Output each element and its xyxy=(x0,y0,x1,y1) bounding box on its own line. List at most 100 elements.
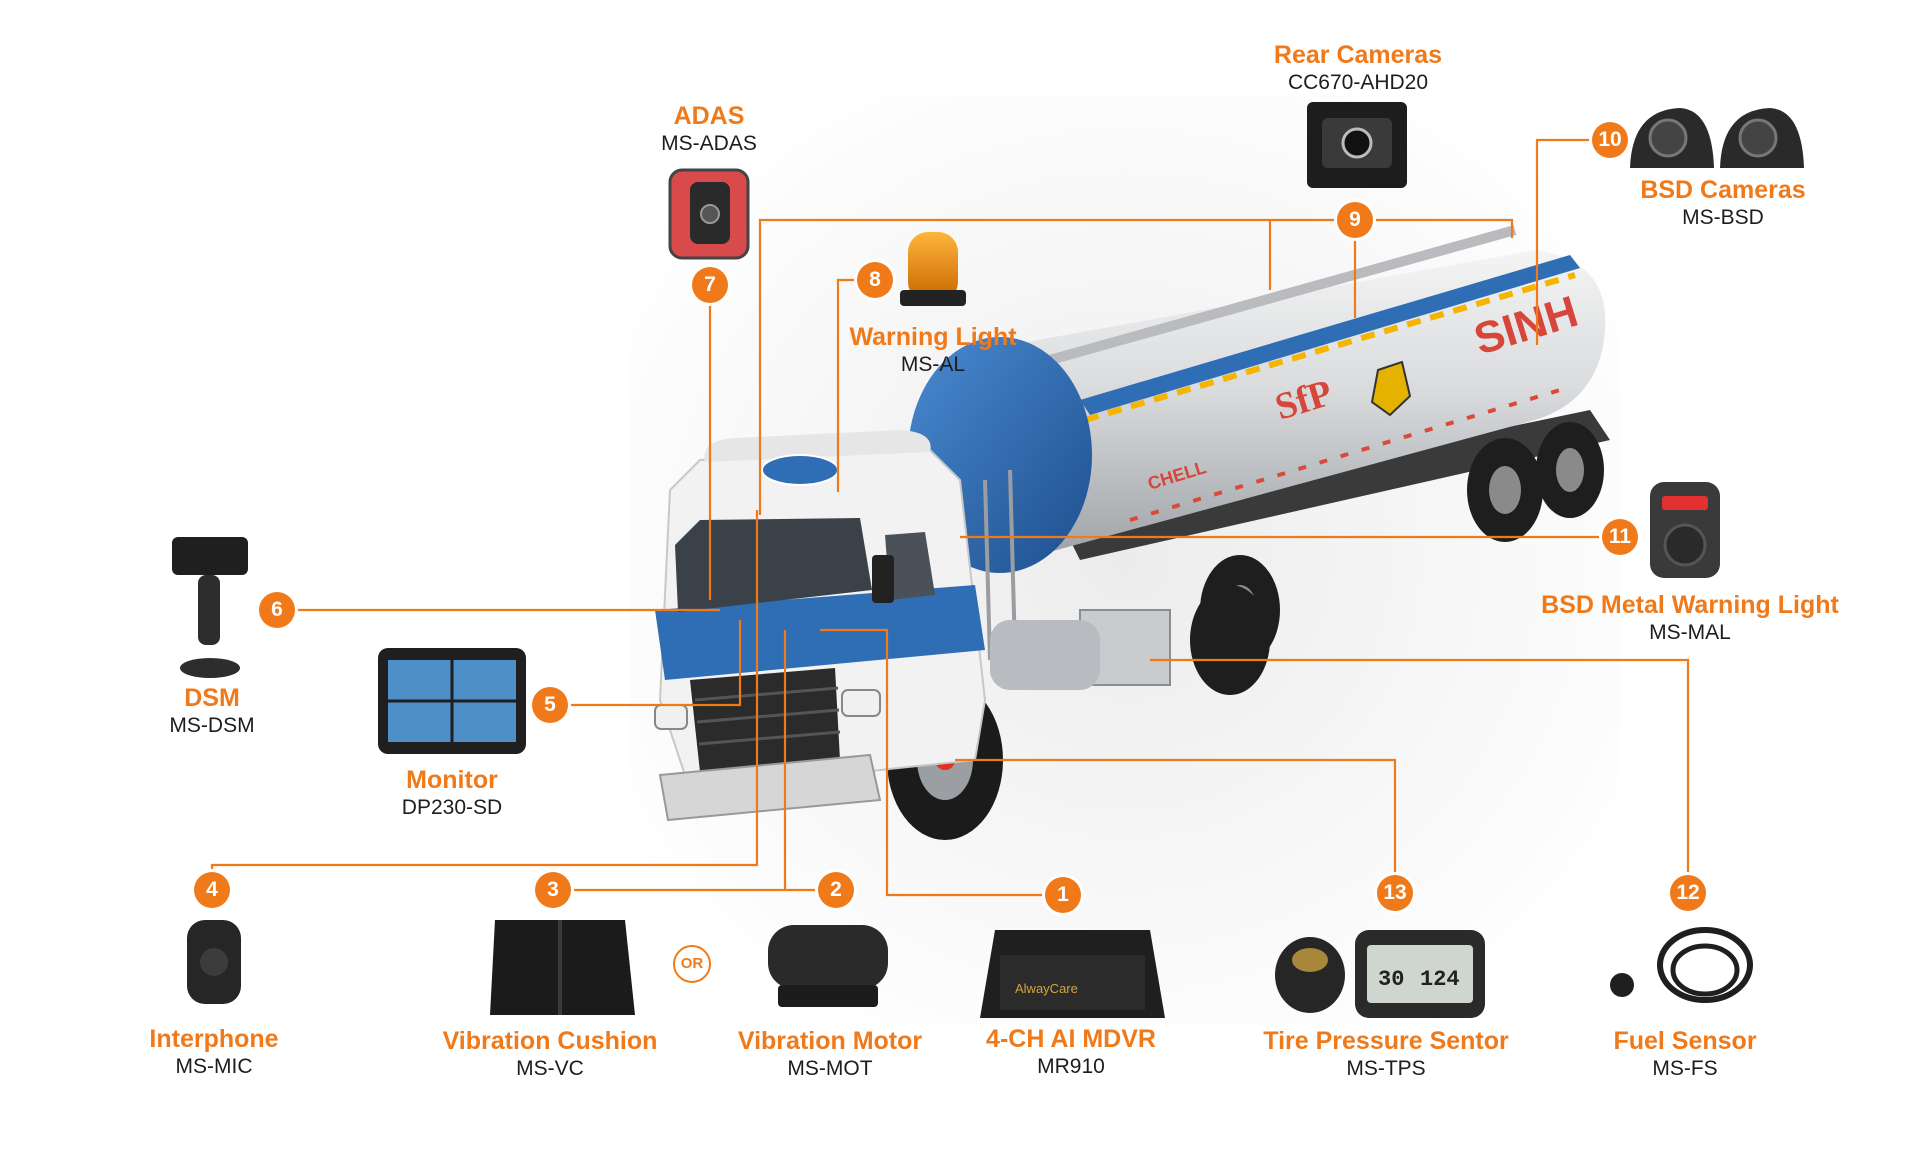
component-model: MS-FS xyxy=(1652,1057,1718,1080)
grille-slat xyxy=(696,708,840,724)
component-name: Vibration Motor xyxy=(737,1027,923,1055)
tpms-readout-right: 124 xyxy=(1420,967,1460,992)
tank-body xyxy=(919,250,1606,560)
component-name: Vibration Cushion xyxy=(442,1027,658,1055)
label-vibration-cushion: Vibration Cushion MS-VC xyxy=(443,1026,658,1082)
monitor-device xyxy=(378,648,526,754)
component-model: MS-BSD xyxy=(1682,206,1764,229)
cab-blue-band xyxy=(655,585,985,680)
rear-camera-device xyxy=(1307,102,1407,188)
badge-vibration-motor: 2 xyxy=(818,872,854,908)
connector-fuel-sensor xyxy=(1150,658,1690,893)
label-interphone: Interphone MS-MIC xyxy=(149,1024,278,1080)
badge-warning-light: 8 xyxy=(857,262,893,298)
component-model: MS-TPS xyxy=(1346,1057,1426,1080)
component-name: DSM xyxy=(184,684,240,712)
badge-bsd-cameras: 10 xyxy=(1592,122,1628,158)
component-name: BSD Cameras xyxy=(1640,176,1806,204)
trailer-hub xyxy=(1556,448,1584,492)
vibration-cushion-device xyxy=(490,920,635,1015)
badge-mdvr: 1 xyxy=(1045,877,1081,913)
bsd-metal-warning-light-device xyxy=(1650,482,1720,578)
mdvr-brand: AlwayCare xyxy=(1015,981,1078,996)
label-dsm: DSM MS-DSM xyxy=(169,683,254,739)
component-model: MS-MOT xyxy=(787,1057,873,1080)
component-name: Warning Light xyxy=(849,323,1017,351)
label-bsd-cameras: BSD Cameras MS-BSD xyxy=(1640,175,1805,231)
headlight xyxy=(841,689,881,717)
label-warning-light: Warning Light MS-AL xyxy=(849,322,1016,378)
roof-badge xyxy=(761,454,839,486)
warning-light-device xyxy=(900,232,966,306)
tanker-truck: SINH SfP CHELL xyxy=(654,225,1610,840)
fuel-tank xyxy=(990,620,1100,690)
grille xyxy=(690,668,840,772)
trailer-chassis xyxy=(1060,410,1610,560)
windshield xyxy=(675,518,872,612)
trailer-hub xyxy=(1489,466,1521,514)
component-name: Interphone xyxy=(149,1025,279,1053)
component-model: MS-VC xyxy=(516,1057,584,1080)
component-name: BSD Metal Warning Light xyxy=(1541,591,1839,619)
badge-rear-cameras: 9 xyxy=(1337,202,1373,238)
tank-stripe xyxy=(1080,255,1580,415)
component-model: MR910 xyxy=(1037,1055,1105,1078)
ladder-rail xyxy=(983,479,992,661)
component-name: 4-CH AI MDVR xyxy=(986,1025,1156,1053)
badge-tire-pressure-sensor: 13 xyxy=(1377,875,1413,911)
badge-monitor: 5 xyxy=(532,687,568,723)
dsm-device xyxy=(172,537,248,678)
interphone-device xyxy=(187,920,241,1004)
component-model: CC670-AHD20 xyxy=(1287,71,1429,94)
grille-slat xyxy=(698,730,841,746)
grille-slat xyxy=(694,686,839,702)
connector-warning-light xyxy=(836,278,860,492)
label-rear-cameras: Rear Cameras CC670-AHD20 xyxy=(1274,40,1442,96)
tractor-rear-wheel xyxy=(1190,585,1270,695)
fuel-sensor-device xyxy=(1610,927,1753,1003)
adas-device xyxy=(668,168,750,260)
label-bsd-metal-warning-light: BSD Metal Warning Light MS-MAL xyxy=(1541,590,1839,646)
component-model: MS-MAL xyxy=(1649,621,1731,644)
connector-rear-cameras xyxy=(758,218,1355,515)
side-mirror xyxy=(872,555,894,603)
tank-top-rail xyxy=(1048,225,1517,365)
component-name: Monitor xyxy=(406,766,498,794)
component-model: MS-DSM xyxy=(169,714,255,737)
component-name: Fuel Sensor xyxy=(1613,1027,1757,1055)
bsd-camera-device xyxy=(1630,108,1804,168)
or-badge: OR xyxy=(673,945,711,983)
badge-vibration-cushion: 3 xyxy=(535,872,571,908)
tpms-readout-left: 30 xyxy=(1378,967,1404,992)
component-model: MS-ADAS xyxy=(661,132,757,155)
component-model: DP230-SD xyxy=(401,796,503,819)
tank-emblem xyxy=(1370,360,1412,417)
mdvr-device: AlwayCare xyxy=(980,930,1165,1018)
label-mdvr: 4-CH AI MDVR MR910 xyxy=(986,1024,1156,1080)
component-name: Tire Pressure Sentor xyxy=(1263,1027,1509,1055)
badge-fuel-sensor: 12 xyxy=(1670,875,1706,911)
tank-reflector-dashes xyxy=(1129,388,1561,522)
component-model: MS-MIC xyxy=(175,1055,253,1078)
vibration-motor-device xyxy=(768,925,888,1007)
component-model: MS-AL xyxy=(900,353,966,376)
badge-dsm: 6 xyxy=(259,592,295,628)
headlight xyxy=(654,704,688,730)
label-tire-pressure-sensor: Tire Pressure Sentor MS-TPS xyxy=(1263,1026,1508,1082)
side-window xyxy=(885,532,935,600)
label-vibration-motor: Vibration Motor MS-MOT xyxy=(738,1026,922,1082)
connector-rear-cameras-right xyxy=(1355,218,1514,238)
badge-bsd-metal-warning-light: 11 xyxy=(1602,519,1638,555)
label-monitor: Monitor DP230-SD xyxy=(402,765,502,821)
bumper xyxy=(658,753,882,822)
badge-adas: 7 xyxy=(692,267,728,303)
connector-tire-pressure xyxy=(955,758,1397,893)
component-name: ADAS xyxy=(673,102,745,130)
connector-bsd-cameras xyxy=(1535,138,1594,345)
badge-interphone: 4 xyxy=(194,872,230,908)
label-fuel-sensor: Fuel Sensor MS-FS xyxy=(1613,1026,1756,1082)
connector-monitor xyxy=(550,620,742,707)
component-name: Rear Cameras xyxy=(1273,41,1443,69)
